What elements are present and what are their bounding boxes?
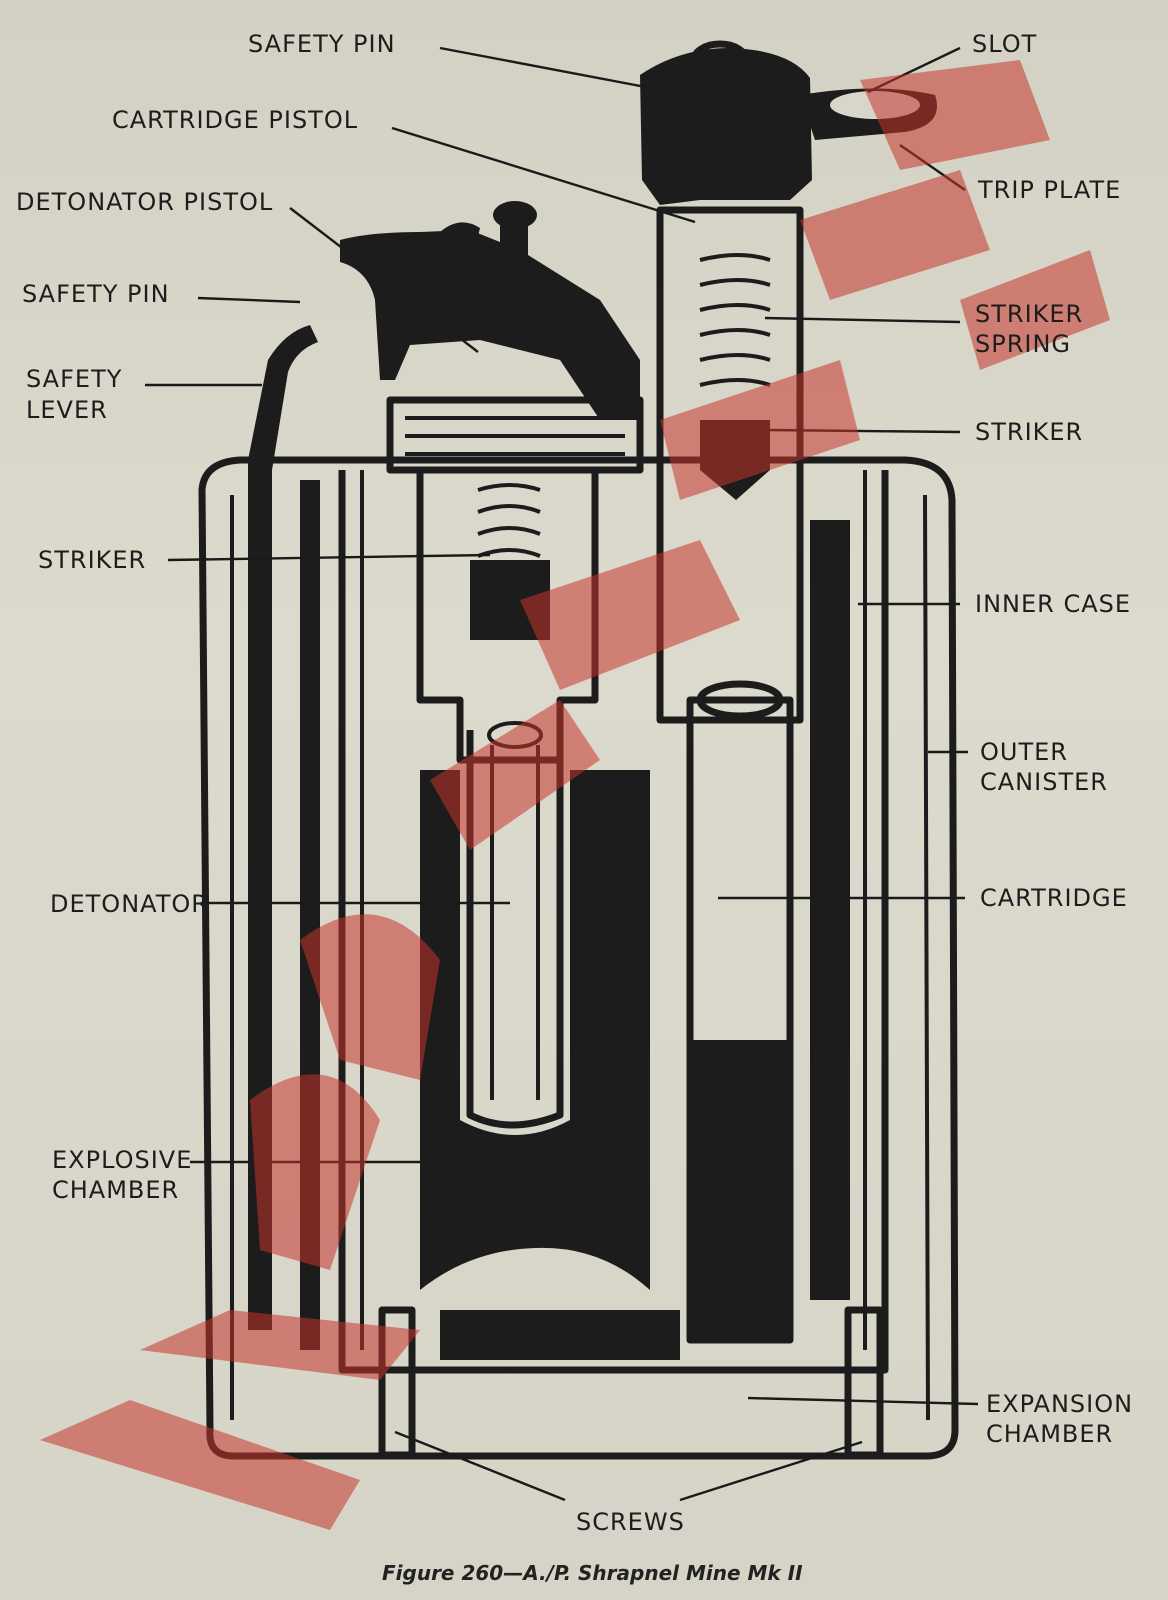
label-cartridge-pistol: CARTRIDGE PISTOL [112,106,358,134]
label-trip-plate: TRIP PLATE [977,176,1121,204]
watermark [40,60,1110,1530]
label-explosive-chamber-line1: EXPLOSIVE [52,1146,192,1174]
figure-caption: Figure 260—A./P. Shrapnel Mine Mk II [382,1561,803,1585]
label-expansion-chamber-line1: EXPANSION [986,1390,1133,1418]
explosive-chamber [420,770,680,1360]
label-inner-case: INNER CASE [975,590,1131,618]
labels: SAFETY PIN CARTRIDGE PISTOL DETONATOR PI… [16,30,1133,1536]
label-striker-spring-line1: STRIKER [975,300,1083,328]
label-striker-spring-line2: SPRING [975,330,1071,358]
label-explosive-chamber-line2: CHAMBER [52,1176,179,1204]
label-safety-lever-line2: LEVER [26,396,108,424]
label-striker-right: STRIKER [975,418,1083,446]
label-cartridge: CARTRIDGE [980,884,1128,912]
label-striker-left: STRIKER [38,546,146,574]
label-safety-pin-left: SAFETY PIN [22,280,170,308]
label-screws: SCREWS [576,1508,685,1536]
leader-lines [145,46,979,1502]
label-detonator-pistol: DETONATOR PISTOL [16,188,273,216]
screws [378,1306,884,1459]
label-outer-canister-line1: OUTER [980,738,1068,766]
label-expansion-chamber-line2: CHAMBER [986,1420,1113,1448]
detonator-pistol [340,201,644,474]
label-outer-canister-line2: CANISTER [980,768,1108,796]
label-detonator: DETONATOR [50,890,209,918]
cartridge [686,520,850,1344]
label-safety-lever-line1: SAFETY [26,365,122,393]
label-safety-pin-top: SAFETY PIN [248,30,396,58]
label-slot: SLOT [972,30,1037,58]
